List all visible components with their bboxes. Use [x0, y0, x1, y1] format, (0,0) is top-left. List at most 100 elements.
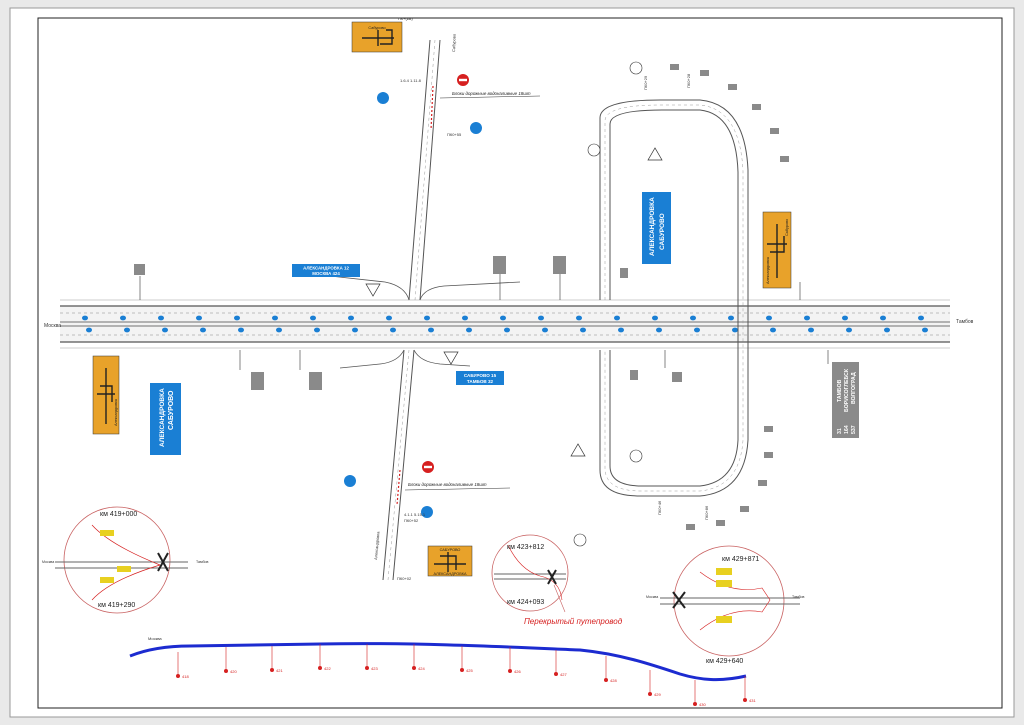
guide-sign-grey-distances: ТАМБОВ БОРИСОГЛЕБСК ВОЛГОГРАД 31 164 537	[832, 362, 859, 438]
barrier-note-south: Блоки дорожные водоналивные 18шт	[408, 482, 487, 487]
svg-text:САБУРОВО: САБУРОВО	[440, 548, 461, 552]
inset-middle-label-top: км 423+812	[507, 544, 544, 551]
restriction-sign-loop-2	[587, 143, 601, 157]
traffic-cone-icon	[808, 327, 814, 333]
traffic-cone-icon	[466, 327, 472, 333]
station-loop-s1: ПК0+46	[657, 500, 662, 515]
main-highway	[60, 299, 950, 349]
traffic-cone-icon	[86, 327, 92, 333]
traffic-cone-icon	[504, 327, 510, 333]
gray-lane-signs	[134, 256, 682, 390]
traffic-cone-icon	[124, 327, 130, 333]
give-way-sign-south	[443, 351, 459, 365]
traffic-cone-icon	[234, 315, 240, 321]
station-loop-n2: ПК0+28	[686, 73, 691, 88]
traffic-cone-icon	[352, 327, 358, 333]
station-north-top: ПК+(км)	[398, 16, 413, 21]
traffic-cone-icon	[462, 315, 468, 321]
inset-right	[660, 545, 800, 657]
detour-sign-orange-east: Александровка Сабурово	[762, 211, 792, 289]
km-marker-label: 427	[560, 672, 567, 677]
traffic-cone-icon	[766, 315, 772, 321]
barrier-blocks-south	[396, 469, 401, 506]
station-loop-s2: ПК0+86	[704, 505, 709, 520]
svg-text:ВОЛГОГРАД: ВОЛГОГРАД	[851, 372, 857, 404]
restriction-sign-loop-3	[629, 449, 643, 463]
km-marker-label: 420	[230, 669, 237, 674]
svg-text:ТАМБОВ: ТАМБОВ	[837, 379, 843, 402]
svg-text:САБУРОВО: САБУРОВО	[659, 213, 666, 250]
detour-sign-orange-south: САБУРОВО АЛЕКСАНДРОВКА	[427, 545, 473, 577]
loop-ramp	[599, 99, 749, 497]
km-marker-label: 428	[610, 678, 617, 683]
svg-text:ТАМБОВ 32: ТАМБОВ 32	[467, 379, 494, 384]
info-sign-south-right	[421, 506, 433, 518]
svg-text:Александровка: Александровка	[766, 256, 770, 284]
traffic-cone-icon	[884, 327, 890, 333]
km-marker-dot	[508, 669, 512, 673]
km-marker-dot	[460, 668, 464, 672]
svg-text:АЛЕКСАНДРОВКА: АЛЕКСАНДРОВКА	[649, 197, 656, 256]
traffic-cone-icon	[120, 315, 126, 321]
km-marker-dot	[318, 666, 322, 670]
traffic-cone-icon	[238, 327, 244, 333]
station-south-bottom: ПК0+02	[397, 576, 412, 581]
traffic-cone-icon	[770, 327, 776, 333]
traffic-cone-icon	[386, 315, 392, 321]
km-marker-label: 429	[654, 692, 661, 697]
traffic-cone-icon	[614, 315, 620, 321]
km-marker-label: 418	[182, 674, 189, 679]
km-marker-label: 430	[699, 702, 706, 707]
traffic-cone-icon	[542, 327, 548, 333]
svg-text:537: 537	[851, 425, 857, 434]
inset-right-label-bottom: км 429+640	[706, 658, 743, 665]
station-north-group: 1.6.4 1.11.8	[400, 78, 422, 83]
km-marker-dot	[693, 702, 697, 706]
warning-sign-loop-north	[647, 147, 663, 161]
svg-text:164: 164	[844, 425, 850, 434]
inset-middle-label-bottom: км 424+093	[507, 599, 544, 606]
svg-text:АЛЕКСАНДРОВКА 12: АЛЕКСАНДРОВКА 12	[303, 266, 349, 271]
restriction-sign-loop-4	[573, 533, 587, 547]
road-label-south: Александровка	[373, 531, 381, 561]
km-marker-dot	[554, 672, 558, 676]
guide-sign-small-south: САБУРОВО 15 ТАМБОВ 32	[456, 371, 504, 385]
traffic-cone-icon	[348, 315, 354, 321]
road-label-east: Тамбов	[956, 319, 974, 325]
inset-left-label-top: км 419+000	[100, 511, 137, 518]
guide-sign-blue-east: АЛЕКСАНДРОВКА САБУРОВО	[642, 192, 671, 264]
km-marker-dot	[176, 674, 180, 678]
info-sign-south-left	[344, 475, 356, 487]
barrier-note-north: Блоки дорожные водоналивные 18шт	[452, 91, 531, 96]
inset-left-road-west: Москва	[42, 560, 54, 564]
restriction-sign-loop-1	[629, 61, 643, 75]
km-marker-dot	[412, 666, 416, 670]
crossing-road	[329, 39, 521, 581]
traffic-cone-icon	[162, 327, 168, 333]
inset-left-label-bottom: км 419+290	[98, 602, 135, 609]
traffic-cone-icon	[200, 327, 206, 333]
guide-sign-blue-west: АЛЕКСАНДРОВКА САБУРОВО	[150, 383, 181, 455]
detour-sign-orange-west: Александровка	[92, 355, 120, 435]
round-prohibitory-signs	[344, 61, 643, 547]
road-label-west: Москва	[44, 323, 61, 329]
station-south-small: 4.1.1 5.15.1	[404, 512, 426, 517]
traffic-cone-icon	[314, 327, 320, 333]
svg-text:САБУРОВО: САБУРОВО	[168, 390, 175, 430]
highway-sign-posts	[139, 270, 829, 370]
traffic-cone-icon	[428, 327, 434, 333]
km-marker-label: 425	[466, 668, 473, 673]
traffic-cone-icon	[618, 327, 624, 333]
traffic-cone-icon	[918, 315, 924, 321]
traffic-cone-icon	[196, 315, 202, 321]
traffic-cone-icon	[580, 327, 586, 333]
traffic-cone-icon	[424, 315, 430, 321]
inset-middle	[491, 534, 569, 613]
inset-middle-caption: Перекрытый путепровод	[524, 617, 623, 626]
km-marker-label: 421	[276, 668, 283, 673]
traffic-cone-icon	[500, 315, 506, 321]
km-marker-label: 423	[371, 666, 378, 671]
km-marker-dot	[270, 668, 274, 672]
